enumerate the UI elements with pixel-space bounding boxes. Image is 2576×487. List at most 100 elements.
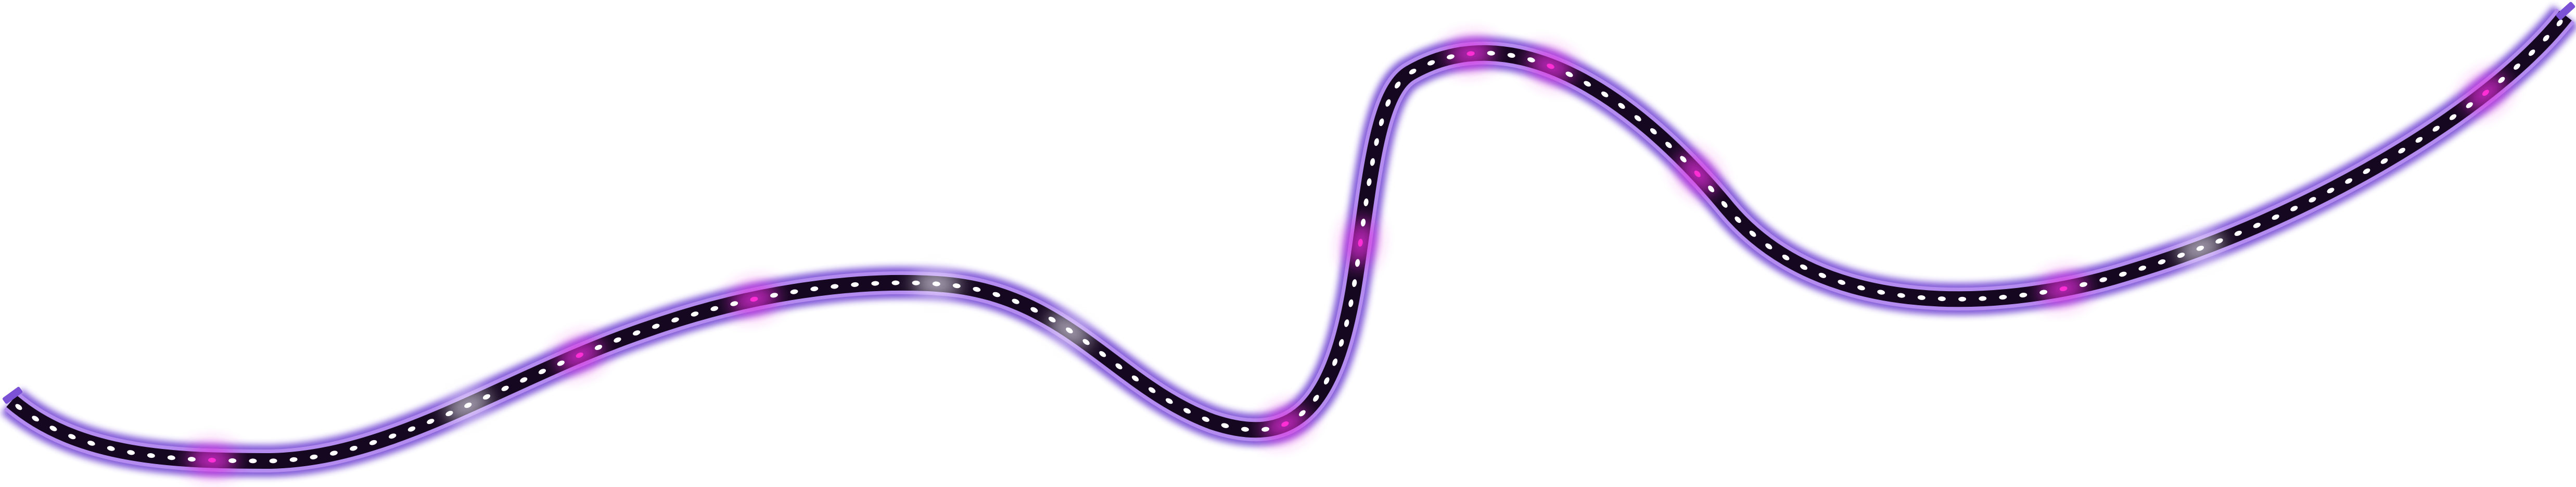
led-dot-icon [2272,214,2279,220]
led-dot-icon [127,450,135,455]
strip-end-cap-right [2556,2,2575,20]
led-dot-icon [2543,34,2549,42]
led-dot-icon [445,410,453,416]
led-dot-icon [1735,216,1741,223]
led-dot-icon [1897,293,1905,298]
strip-end-cap-left [2,386,23,404]
led-dot-icon [310,454,318,459]
led-dot-icon [932,281,940,286]
led-dot-icon [1547,64,1554,69]
led-dot-icon [1082,339,1090,345]
led-dot-icon [891,280,900,285]
led-dot-icon [1298,410,1306,417]
led-dot-icon [1099,351,1106,357]
led-dot-icon [1818,272,1827,278]
led-dot-icon [810,286,819,292]
led-dot-icon [2556,19,2563,27]
led-dot-icon [2380,158,2388,164]
led-dot-icon [614,337,621,343]
led-dot-icon [1694,170,1701,178]
led-dot-icon [2432,126,2440,132]
strip-body [1,5,2576,477]
led-dot-icon [388,433,397,439]
led-dot-icon [2528,49,2535,56]
led-dot-icon [1241,427,1249,432]
led-dot-icon [2498,77,2505,83]
led-dot-icon [2039,290,2048,295]
led-dot-icon [107,446,115,451]
led-dot-icon [992,292,1000,297]
led-dot-icon [1385,99,1391,107]
led-dot-icon [1348,299,1354,307]
led-dot-icon [2234,230,2242,236]
led-dot-icon [1148,387,1156,393]
led-dot-icon [790,289,798,294]
led-dot-icon [730,301,738,306]
led-dot-icon [2514,63,2520,70]
led-dot-icon [1999,295,2007,300]
led-dot-icon [1782,254,1790,260]
led-dot-icon [1917,295,1925,300]
led-dot-icon [1507,53,1515,58]
led-dot-icon [350,445,358,451]
led-dot-icon [1352,279,1357,288]
led-dot-icon [1749,230,1756,237]
led-dot-icon [1358,239,1363,247]
led-dot-icon [1680,156,1687,163]
led-dot-icon [2253,222,2261,228]
led-dot-icon [187,457,196,462]
led-dot-icon [1708,185,1715,193]
led-dot-icon [1313,395,1319,402]
led-dot-icon [1857,285,1865,291]
led-dot-icon [1665,142,1672,148]
led-dot-icon [2196,245,2204,251]
led-dot-icon [2309,197,2316,203]
led-dot-icon [1367,178,1372,186]
led-dot-icon [167,455,175,460]
led-dot-icon [576,352,583,358]
led-dot-icon [208,457,216,463]
led-dot-icon [1363,198,1369,206]
led-dot-icon [407,426,416,432]
led-dot-icon [1394,81,1401,89]
led-dot-icon [1601,91,1609,97]
led-dot-icon [1370,158,1375,166]
led-dot-icon [1447,54,1455,59]
led-dot-icon [1183,408,1191,414]
led-dot-icon [710,306,719,311]
led-dot-icon [1338,339,1344,347]
led-dot-icon [147,453,155,458]
led-dot-icon [1131,375,1139,382]
led-dot-icon [1765,243,1772,249]
led-dot-icon [1409,69,1417,74]
led-dot-icon [1634,115,1641,121]
led-dot-icon [482,394,491,400]
led-dot-icon [2019,292,2027,298]
led-dot-icon [952,283,961,289]
led-dot-icon [1165,398,1173,404]
led-dot-icon [1958,296,1967,302]
led-dot-icon [68,434,76,440]
led-dot-icon [1030,307,1038,313]
led-dot-icon [1374,138,1379,146]
led-dot-icon [1487,51,1495,56]
led-dot-icon [1012,298,1019,304]
led-dot-icon [1115,363,1123,370]
led-dot-icon [2119,271,2127,277]
led-dot-icon [1877,290,1885,295]
led-dot-icon [632,330,641,336]
led-dot-icon [1466,51,1475,56]
led-dot-icon [1048,317,1056,322]
led-dot-icon [2482,90,2489,96]
led-dot-icon [289,457,298,462]
led-dot-icon [501,385,509,391]
led-dot-icon [1332,358,1338,366]
led-dot-icon [750,296,758,302]
led-dot-icon [2177,253,2185,258]
led-dot-icon [2099,277,2107,282]
led-dot-icon [1584,81,1591,87]
led-dot-icon [2059,286,2068,291]
led-dot-icon [671,317,679,323]
